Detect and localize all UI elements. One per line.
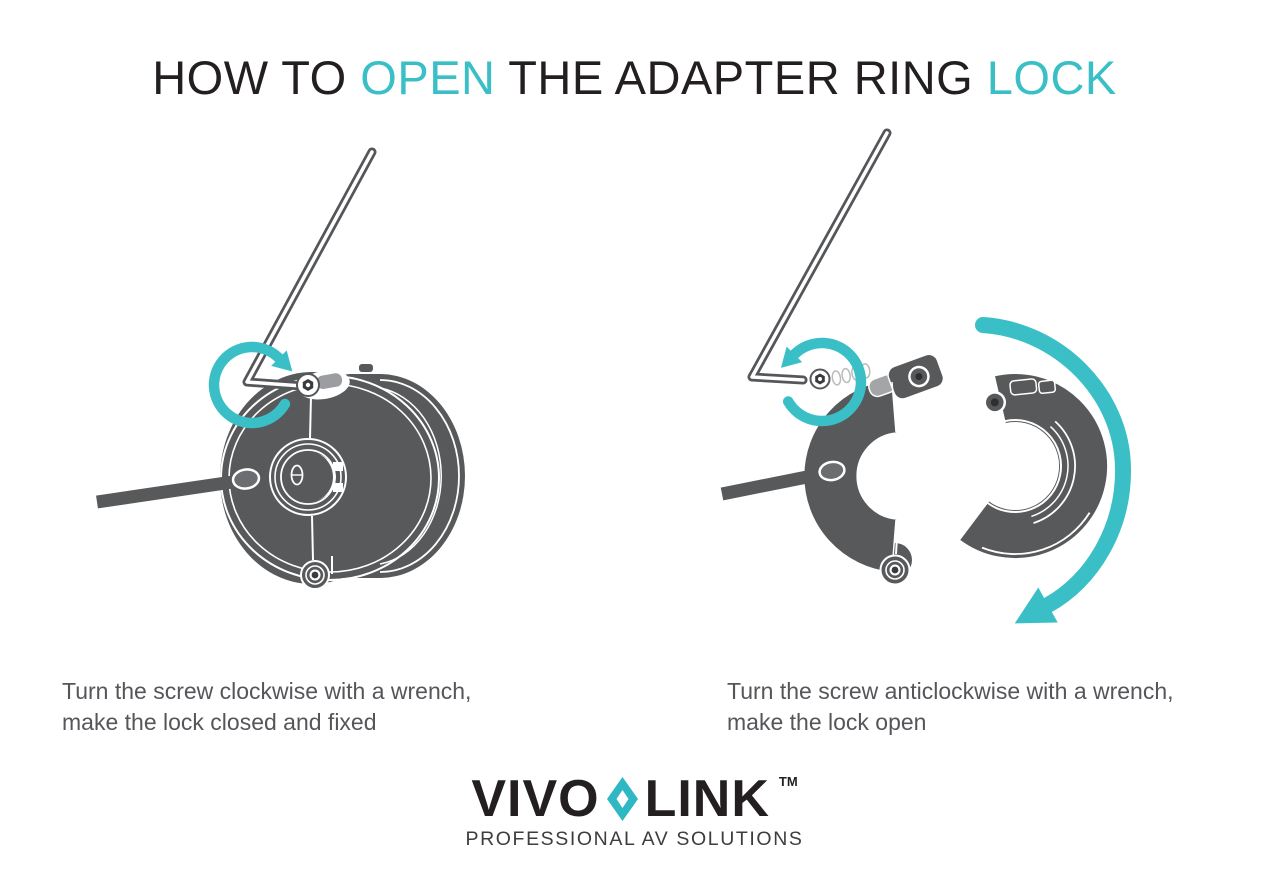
bottom-screw-icon [879, 554, 911, 586]
rotate-open-arrow-icon [975, 317, 1132, 624]
cable-icon [96, 468, 261, 509]
top-screw-icon [296, 370, 350, 400]
ring-left-half [720, 353, 945, 586]
clockwise-arrow-icon [208, 341, 293, 429]
title-part1: HOW TO [152, 51, 361, 104]
cable-icon [720, 460, 846, 501]
figure-close-lock [50, 118, 610, 668]
loosened-screw-icon [809, 363, 871, 390]
allen-wrench-icon [747, 128, 892, 385]
brand-wordmark: VIVO LINK TM [471, 773, 797, 825]
hinge-eye-icon [983, 391, 1007, 414]
vivolink-logo: VIVO LINK TM PROFESSIONAL AV SOLUTIONS [0, 773, 1269, 851]
title-part2: THE ADAPTER RING [495, 51, 987, 104]
center-bore [269, 395, 347, 574]
title-highlight-open: OPEN [360, 51, 496, 104]
brand-right: LINK [644, 770, 770, 828]
figure-open-lock [690, 108, 1230, 688]
bottom-screw-icon [300, 560, 330, 590]
title-highlight-lock: LOCK [986, 51, 1117, 104]
caption-line: Turn the screw anticlockwise with a wren… [727, 678, 1174, 704]
page-title: HOW TO OPEN THE ADAPTER RING LOCK [0, 50, 1269, 105]
caption-close-lock: Turn the screw clockwise with a wrench, … [62, 676, 471, 738]
ring-lock-open-illustration [720, 128, 1132, 624]
ring-right-half [959, 374, 1108, 558]
anticlockwise-arrow-icon [780, 337, 867, 427]
caption-line: Turn the screw clockwise with a wrench, [62, 678, 472, 704]
brand-tagline: PROFESSIONAL AV SOLUTIONS [465, 828, 804, 850]
ring-lock-closed-illustration [96, 147, 465, 590]
brand-left: VIVO [471, 770, 600, 828]
allen-wrench-icon [242, 147, 377, 391]
trademark-symbol: TM [778, 774, 798, 789]
caption-line: make the lock open [727, 709, 927, 735]
caption-line: make the lock closed and fixed [62, 709, 377, 735]
diamond-icon [606, 777, 638, 821]
caption-open-lock: Turn the screw anticlockwise with a wren… [727, 676, 1174, 738]
